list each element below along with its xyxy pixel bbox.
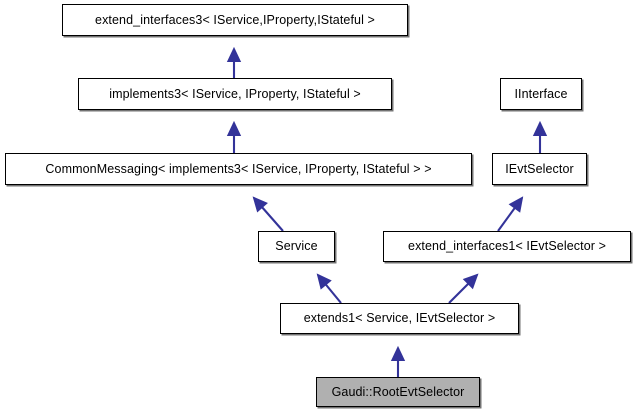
class-node-label: IInterface <box>514 86 568 101</box>
inheritance-arrow-extends1-to-service <box>318 275 342 304</box>
class-node-label: extends1< Service, IEvtSelector > <box>303 311 496 326</box>
inheritance-arrow-service-to-common_messaging <box>254 198 284 232</box>
class-node-iinterface[interactable]: IInterface <box>500 78 582 110</box>
class-node-gaudi_rootevtselector[interactable]: Gaudi::RootEvtSelector <box>316 377 480 407</box>
class-node-service[interactable]: Service <box>258 231 335 262</box>
inheritance-arrow-extend_interfaces1-to-ievtselector <box>497 198 522 232</box>
class-node-label: implements3< IService, IProperty, IState… <box>109 86 361 101</box>
class-node-label: IEvtSelector <box>505 161 574 176</box>
class-node-label: extend_interfaces3< IService,IProperty,I… <box>95 12 375 27</box>
class-node-label: extend_interfaces1< IEvtSelector > <box>408 239 606 254</box>
class-node-extend_interfaces3[interactable]: extend_interfaces3< IService,IProperty,I… <box>62 4 408 36</box>
class-node-extends1[interactable]: extends1< Service, IEvtSelector > <box>280 303 519 334</box>
class-node-extend_interfaces1[interactable]: extend_interfaces1< IEvtSelector > <box>383 231 631 262</box>
class-node-label: CommonMessaging< implements3< IService, … <box>45 161 432 176</box>
class-node-ievtselector[interactable]: IEvtSelector <box>492 153 587 185</box>
class-node-common_messaging[interactable]: CommonMessaging< implements3< IService, … <box>5 153 472 185</box>
class-node-implements3[interactable]: implements3< IService, IProperty, IState… <box>78 78 392 110</box>
inheritance-arrow-extends1-to-extend_interfaces1 <box>448 275 477 304</box>
class-node-label: Gaudi::RootEvtSelector <box>331 384 465 399</box>
class-node-label: Service <box>275 239 318 254</box>
